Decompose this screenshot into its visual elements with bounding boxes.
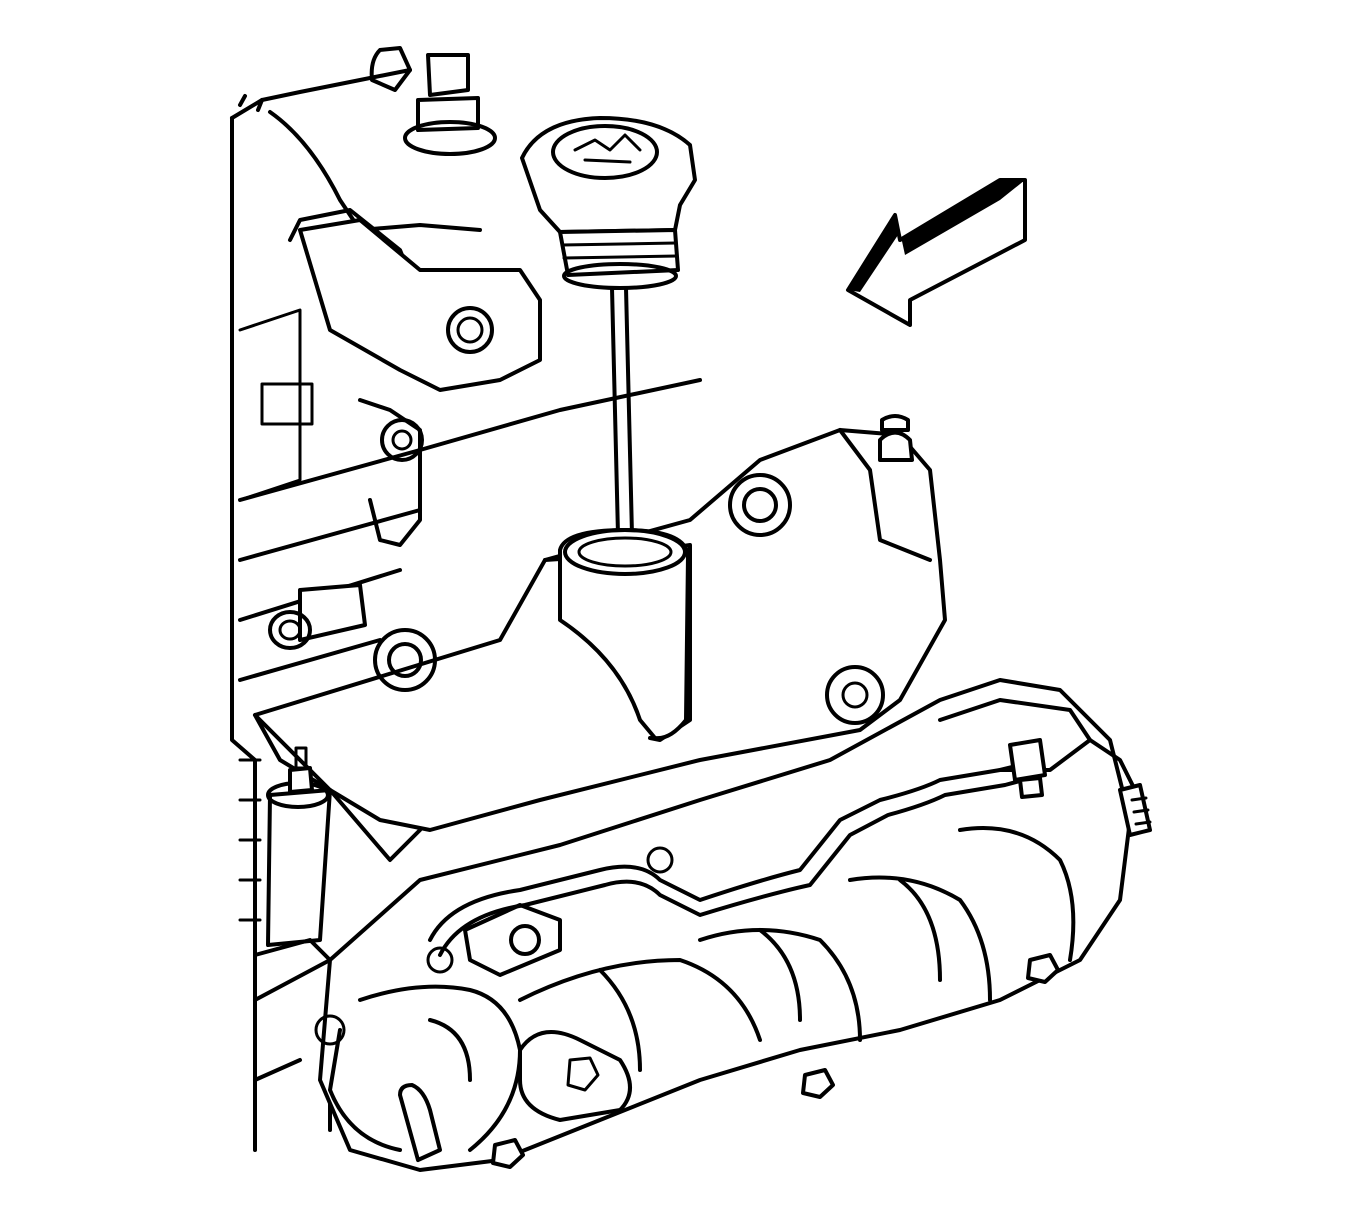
oil-fill-cap (520, 116, 697, 290)
direction-arrow (846, 178, 1027, 327)
valve-cover (253, 414, 947, 862)
valve-cover-upper (268, 110, 542, 547)
manifold-bolts (491, 953, 1060, 1169)
pcv-fitting (369, 46, 497, 156)
cap-alignment-line (610, 286, 634, 537)
coolant-fitting (268, 583, 367, 650)
sensor-stud (253, 746, 332, 962)
fuel-rail (428, 698, 1152, 957)
